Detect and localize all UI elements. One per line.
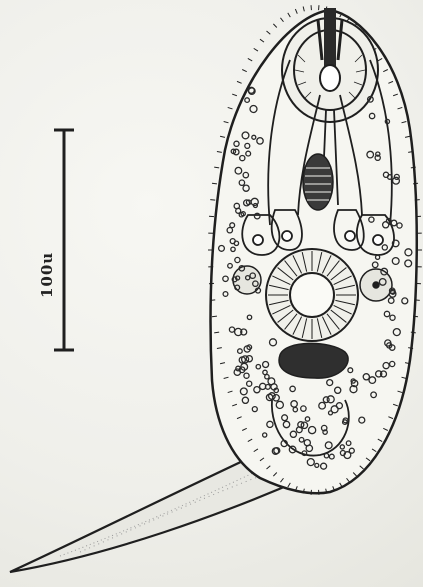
pharynx bbox=[303, 154, 333, 210]
body-spine bbox=[217, 151, 222, 152]
body-spine bbox=[224, 122, 229, 123]
ventral-sucker bbox=[266, 249, 358, 341]
body-spine bbox=[248, 58, 252, 60]
body-spine bbox=[303, 6, 304, 11]
body-spine bbox=[267, 31, 271, 34]
scale-bar bbox=[54, 130, 74, 350]
excretory-bladder bbox=[279, 343, 348, 378]
body-spine bbox=[232, 94, 237, 96]
body-spine bbox=[220, 136, 225, 137]
stylet bbox=[324, 8, 336, 68]
body-spine bbox=[254, 48, 258, 51]
body-spine bbox=[413, 183, 418, 184]
body-spine bbox=[212, 183, 217, 184]
body-spine bbox=[237, 81, 242, 83]
body-spine bbox=[228, 107, 233, 108]
body-spine bbox=[273, 24, 276, 28]
body-spine bbox=[214, 167, 219, 168]
body-spine bbox=[242, 70, 247, 72]
body-spine bbox=[413, 316, 418, 317]
body-spine bbox=[295, 9, 297, 14]
body-spine bbox=[288, 13, 291, 17]
body-spine bbox=[212, 316, 217, 317]
body-spine bbox=[260, 39, 264, 42]
scale-bar-label: 100u bbox=[38, 238, 56, 298]
body-spine bbox=[280, 18, 283, 22]
